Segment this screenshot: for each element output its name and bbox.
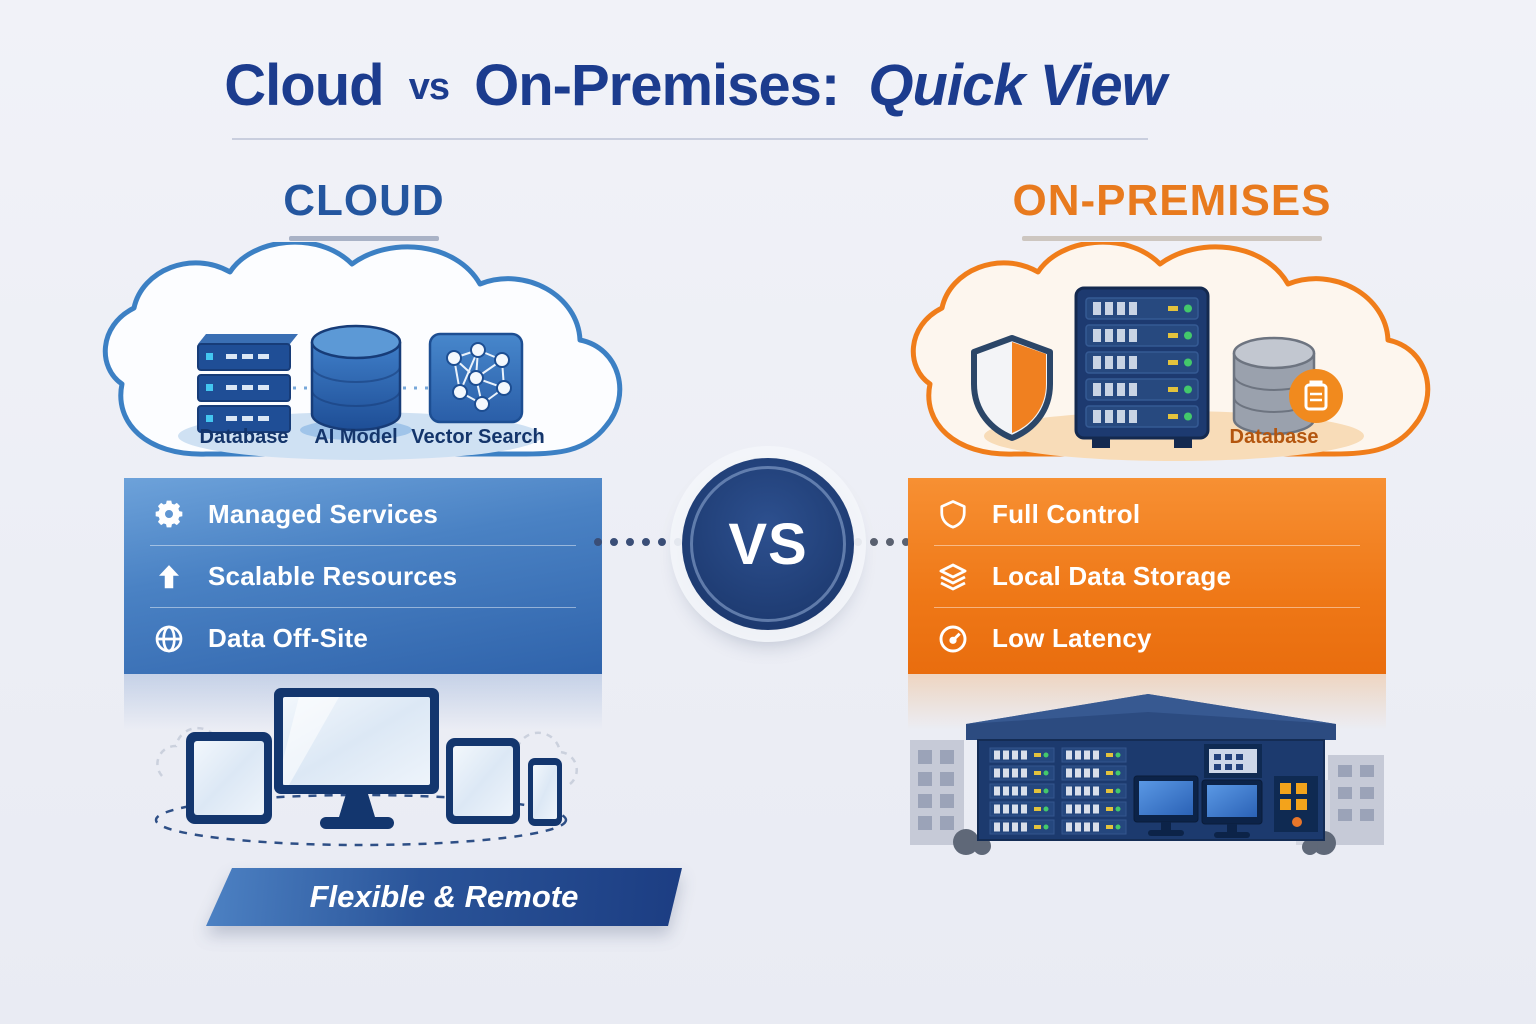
cloud-icon-label-ai-model: AI Model (314, 426, 398, 448)
feature-label: Scalable Resources (208, 561, 458, 591)
server-building (966, 694, 1336, 841)
onprem-cloud-shape-graphic (910, 242, 1431, 461)
feature-row-full-control: Full Control (934, 483, 1360, 545)
feature-row-low-latency: Low Latency (934, 607, 1360, 669)
cloud-heading-underline (289, 236, 439, 241)
page-header: Cloud vs On-Premises: Quick View (0, 52, 1390, 119)
vs-label: VS (728, 511, 808, 577)
cloud-banner-label: Flexible & Remote (309, 879, 579, 914)
dashed-cloud-outline (156, 726, 578, 785)
dotted-connector-right (854, 538, 942, 546)
feature-row-data-off-site: Data Off-Site (150, 607, 576, 669)
phone-icon (528, 758, 562, 826)
feature-label: Data Off-Site (208, 623, 369, 653)
cloud-icon-label-vector-search: Vector Search (411, 426, 545, 448)
vs-circle: VS (682, 458, 854, 630)
feature-label: Full Control (992, 498, 1141, 529)
tablet-left-icon (186, 732, 272, 824)
server-rack-icon (1074, 286, 1210, 448)
feature-row-scalable-resources: Scalable Resources (150, 545, 576, 607)
feature-label: Low Latency (992, 623, 1152, 653)
onprem-heading-underline (1022, 236, 1322, 241)
title-cloud-word: Cloud (224, 53, 384, 118)
shield-icon (934, 499, 972, 529)
database-cylinder-icon (300, 324, 412, 440)
vector-search-icon (428, 332, 524, 424)
title-vs-word: vs (408, 66, 450, 108)
feature-row-managed-services: Managed Services (150, 483, 576, 545)
onprem-heading: ON-PREMISES (1012, 176, 1332, 225)
title-onprem-word: On-Premises: (474, 53, 840, 118)
feature-label: Local Data Storage (992, 561, 1232, 591)
cloud-heading: CLOUD (283, 176, 445, 225)
cloud-feature-panel: Managed Services Scalable Resources Data… (124, 478, 602, 730)
arrow-up-icon (150, 562, 188, 592)
cloud-banner-wrap: Flexible & Remote (206, 868, 682, 926)
onprem-icon-label-database: Database (1229, 426, 1319, 448)
workstation-monitors (1133, 775, 1263, 838)
title-underline (232, 138, 1148, 140)
onprem-column: ON-PREMISES (896, 168, 1448, 855)
database-server-icon (197, 334, 298, 433)
devices-illustration (154, 688, 578, 847)
cloud-icon-label-database: Database (199, 426, 289, 448)
cloud-shape-graphic (102, 242, 623, 460)
tablet-right-icon (446, 738, 520, 824)
title-quick-view: Quick View (868, 53, 1166, 118)
cloud-column: CLOUD (88, 168, 640, 241)
vs-badge: VS (682, 458, 854, 630)
server-room-illustration (910, 694, 1384, 855)
feature-label: Managed Services (208, 498, 439, 529)
page-title: Cloud vs On-Premises: Quick View (0, 52, 1390, 119)
gauge-icon (934, 623, 972, 655)
globe-icon (150, 623, 188, 655)
onprem-feature-panel: Full Control Local Data Storage Low Late… (908, 478, 1386, 730)
cloud-banner: Flexible & Remote (206, 868, 682, 926)
dotted-connector-left (594, 538, 682, 546)
gear-icon (150, 498, 188, 530)
shield-icon (971, 335, 1053, 441)
monitor-icon (274, 688, 439, 829)
layers-icon (934, 561, 972, 593)
feature-row-local-data-storage: Local Data Storage (934, 545, 1360, 607)
onprem-database-icon (1232, 336, 1343, 436)
